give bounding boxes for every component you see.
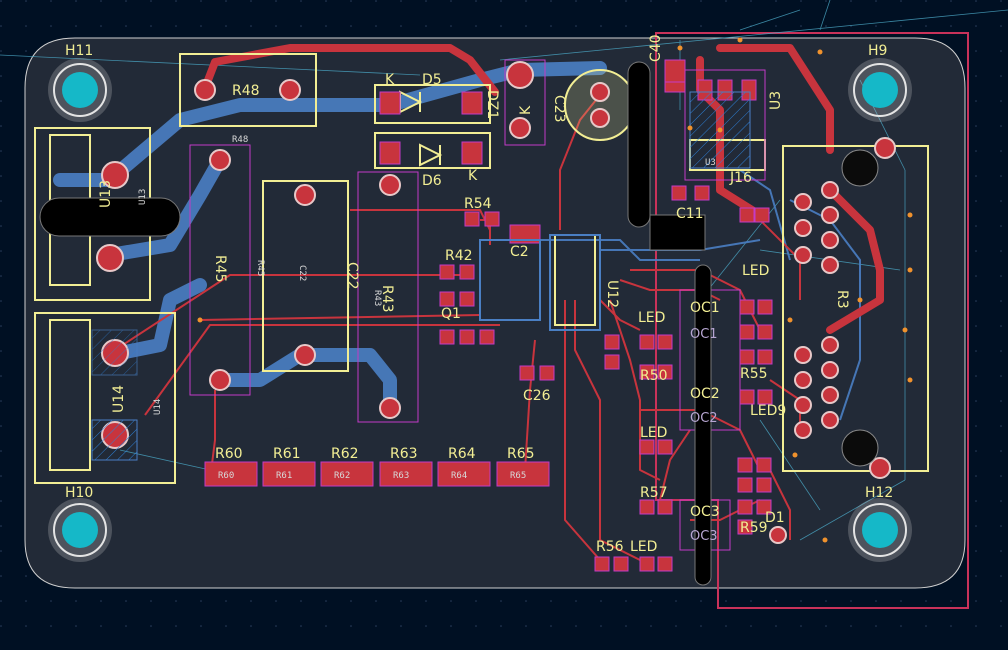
fab-r63: R63 bbox=[393, 471, 409, 481]
label-c26: C26 bbox=[523, 388, 551, 404]
label-k-1: K bbox=[385, 72, 395, 88]
label-r62: R62 bbox=[331, 446, 359, 462]
fab-r60: R60 bbox=[218, 471, 234, 481]
label-r42: R42 bbox=[445, 248, 473, 264]
label-r60: R60 bbox=[215, 446, 243, 462]
label-d5: D5 bbox=[422, 72, 442, 88]
label-r65: R65 bbox=[507, 446, 535, 462]
fab-r61: R61 bbox=[276, 471, 292, 481]
label-h11: H11 bbox=[65, 43, 93, 59]
fab-r43: R43 bbox=[372, 290, 382, 306]
label-d1: D1 bbox=[765, 510, 785, 526]
label-h12: H12 bbox=[865, 485, 893, 501]
bottom-resistor-row[interactable] bbox=[204, 461, 550, 487]
label-led-4: LED bbox=[742, 263, 769, 279]
mounting-hole-h10[interactable] bbox=[48, 498, 112, 562]
label-oc3-b: OC3 bbox=[690, 529, 718, 544]
smd-pads[interactable] bbox=[379, 59, 773, 572]
label-u12: U12 bbox=[604, 280, 620, 308]
label-c11: C11 bbox=[676, 206, 704, 222]
label-led-3: LED bbox=[630, 539, 657, 555]
label-r54: R54 bbox=[464, 196, 492, 212]
label-r55: R55 bbox=[740, 366, 768, 382]
label-r59: R59 bbox=[740, 520, 768, 536]
label-u3: U3 bbox=[768, 91, 784, 110]
label-r48: R48 bbox=[232, 83, 260, 99]
label-h10: H10 bbox=[65, 485, 93, 501]
fab-r45: R45 bbox=[255, 260, 265, 276]
fab-u3: U3 bbox=[705, 158, 716, 168]
label-oc2-a: OC2 bbox=[690, 386, 720, 402]
vias bbox=[197, 37, 913, 543]
fab-c22: C22 bbox=[297, 265, 307, 281]
label-k-2: K bbox=[468, 168, 478, 184]
label-j16: J16 bbox=[729, 170, 752, 186]
label-c40: C40 bbox=[648, 34, 664, 62]
label-oc1-a: OC1 bbox=[690, 300, 720, 316]
fab-u14: U14 bbox=[153, 399, 163, 415]
label-k-3: K bbox=[518, 105, 534, 115]
label-r63: R63 bbox=[390, 446, 418, 462]
board-outline bbox=[24, 37, 966, 589]
ic-center[interactable] bbox=[91, 91, 751, 461]
fab-u13: U13 bbox=[138, 189, 148, 205]
slots bbox=[39, 61, 712, 586]
mounting-hole-h9[interactable] bbox=[848, 58, 912, 122]
label-d6: D6 bbox=[422, 173, 442, 189]
label-h9: H9 bbox=[868, 43, 887, 59]
label-oc2-b: OC2 bbox=[690, 411, 718, 426]
fab-r62: R62 bbox=[334, 471, 350, 481]
label-r57: R57 bbox=[640, 485, 668, 501]
label-u13: U13 bbox=[98, 180, 114, 208]
label-r43: R43 bbox=[379, 285, 395, 313]
bottom-copper-thin bbox=[480, 169, 861, 421]
label-c2: C2 bbox=[510, 244, 529, 260]
mounting-hole-h12[interactable] bbox=[848, 498, 912, 562]
label-r61: R61 bbox=[273, 446, 301, 462]
label-r64: R64 bbox=[448, 446, 476, 462]
fab-r65: R65 bbox=[510, 471, 526, 481]
label-r3: R3 bbox=[834, 290, 850, 309]
label-oc1-b: OC1 bbox=[690, 327, 718, 342]
keepout-zone bbox=[655, 32, 969, 609]
label-oc3-a: OC3 bbox=[690, 504, 720, 520]
label-c23: C23 bbox=[551, 95, 567, 123]
label-r45: R45 bbox=[212, 255, 228, 283]
label-led9: LED9 bbox=[750, 403, 786, 419]
label-c22: C22 bbox=[344, 262, 360, 290]
fab-r64: R64 bbox=[451, 471, 467, 481]
label-led-2: LED bbox=[640, 425, 667, 441]
fab-r48: R48 bbox=[232, 135, 248, 145]
label-dz1: DZ1 bbox=[484, 90, 500, 119]
label-r56: R56 bbox=[596, 539, 624, 555]
labels: H11 H9 H10 H12 R48 R45 R43 R54 R42 R55 R… bbox=[65, 34, 893, 555]
label-u14: U14 bbox=[111, 385, 127, 413]
label-led-1: LED bbox=[638, 310, 665, 326]
label-r50: R50 bbox=[640, 368, 668, 384]
mounting-hole-h11[interactable] bbox=[48, 58, 112, 122]
label-q1: Q1 bbox=[441, 306, 461, 322]
